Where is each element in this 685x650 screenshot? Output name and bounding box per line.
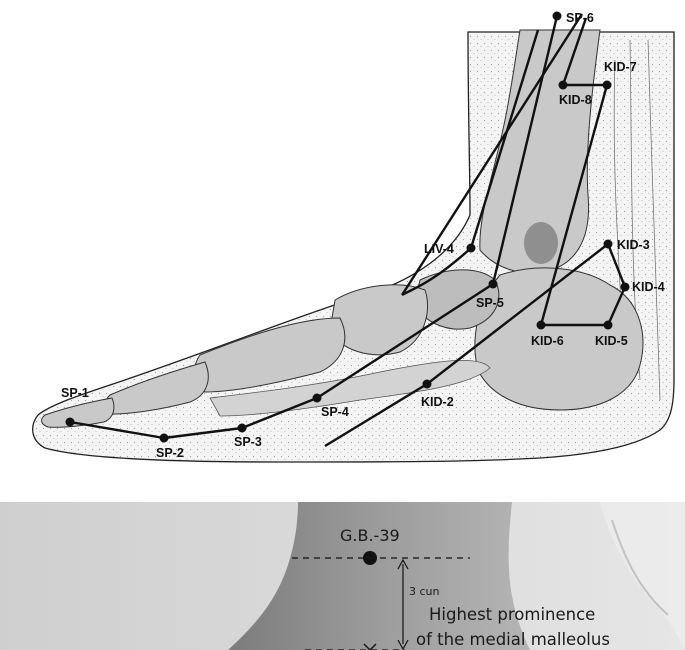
- gb39-dot: [363, 551, 377, 565]
- label-sp1: SP-1: [61, 386, 89, 400]
- dot-sp4: [313, 394, 322, 403]
- label-kid8: KID-8: [559, 93, 592, 107]
- dot-sp6: [553, 12, 562, 21]
- dot-kid3: [604, 240, 613, 249]
- label-sp6: SP-6: [566, 11, 594, 25]
- measure-label: 3 cun: [409, 585, 440, 598]
- label-kid4: KID-4: [632, 280, 665, 294]
- dot-liv4: [467, 244, 476, 253]
- dot-kid8: [559, 81, 568, 90]
- gb39-label: G.B.-39: [340, 526, 400, 545]
- dot-sp3: [238, 424, 247, 433]
- dot-sp2: [160, 434, 169, 443]
- dot-kid2: [423, 380, 432, 389]
- label-sp4: SP-4: [321, 405, 349, 419]
- dot-kid7: [603, 81, 612, 90]
- dot-kid4: [621, 283, 630, 292]
- label-kid5: KID-5: [595, 334, 628, 348]
- label-kid2: KID-2: [421, 395, 454, 409]
- label-sp5: SP-5: [476, 296, 504, 310]
- annotation-line-1: Highest prominence: [429, 605, 595, 624]
- dot-kid6: [537, 321, 546, 330]
- foot-panel: SP-6 KID-7 KID-8 LIV-4 KID-3 KID-4 SP-5 …: [33, 11, 674, 462]
- photo-panel: G.B.-39 3 cun Highest prominence of the …: [0, 502, 685, 650]
- label-sp2: SP-2: [156, 446, 184, 460]
- label-kid7: KID-7: [604, 60, 637, 74]
- label-kid3: KID-3: [617, 238, 650, 252]
- label-kid6: KID-6: [531, 334, 564, 348]
- label-sp3: SP-3: [234, 435, 262, 449]
- label-liv4: LIV-4: [424, 242, 454, 256]
- dot-kid5: [604, 321, 613, 330]
- dot-sp1: [66, 418, 75, 427]
- annotation-line-2: of the medial malleolus: [416, 630, 610, 649]
- medial-malleolus: [524, 222, 558, 264]
- dot-sp5: [489, 280, 498, 289]
